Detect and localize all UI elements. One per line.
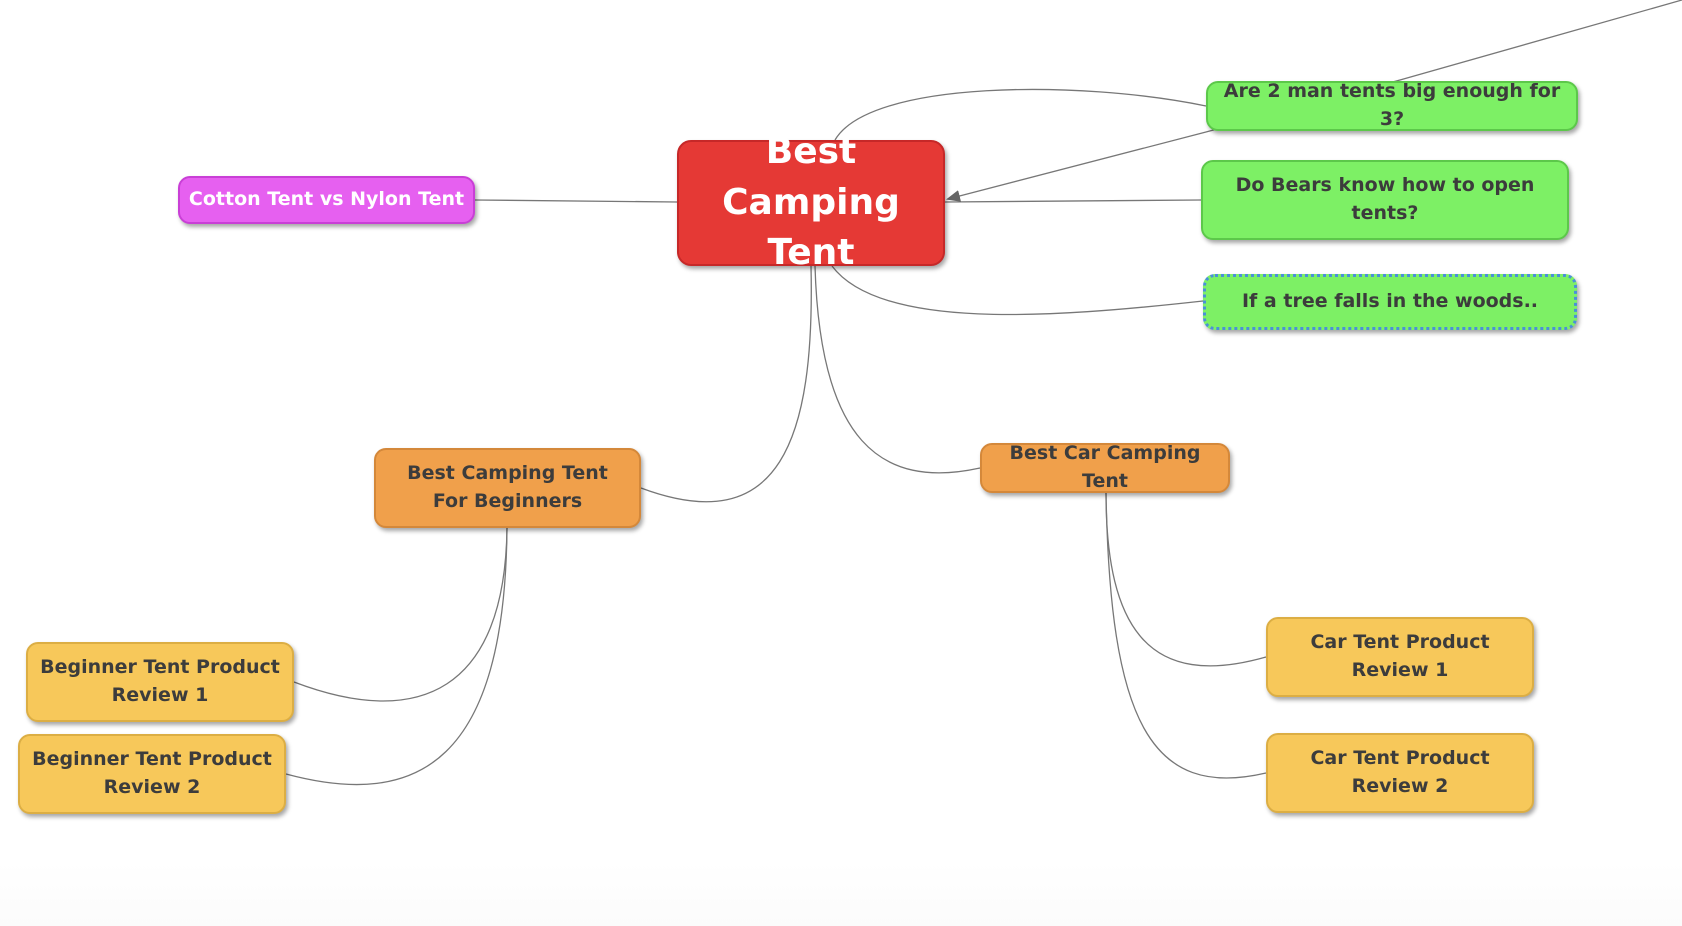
link-car-review-2 (1105, 492, 1267, 779)
link-bears (944, 199, 1202, 203)
central-topic-label: Best Camping Tent (722, 131, 900, 274)
subtopic-beginner-review-2[interactable]: Beginner Tent Product Review 2 (18, 734, 286, 814)
link-car-camping (814, 265, 981, 474)
link-beginner-review-2 (285, 527, 508, 786)
central-topic[interactable]: Best Camping Tent (677, 131, 945, 273)
subtopic-label: Car Tent Product Review 2 (1310, 747, 1490, 797)
link-two-man (834, 88, 1207, 141)
topic-bears[interactable]: Do Bears know how to open tents? (1201, 160, 1569, 240)
subtopic-beginner-review-1[interactable]: Beginner Tent Product Review 1 (26, 642, 294, 722)
link-tree-falls (831, 265, 1204, 316)
canvas-bottom-shadow (0, 862, 1682, 926)
subtopic-car-review-2[interactable]: Car Tent Product Review 2 (1266, 733, 1534, 813)
topic-label: Cotton Tent vs Nylon Tent (188, 188, 465, 211)
subtopic-label: Car Tent Product Review 1 (1310, 631, 1490, 681)
link-car-review-1 (1105, 492, 1267, 667)
topic-label: Best Camping Tent For Beginners (407, 462, 608, 512)
topic-tree-falls-selected[interactable]: If a tree falls in the woods.. (1203, 274, 1577, 330)
topic-label: Do Bears know how to open tents? (1235, 174, 1535, 224)
topic-two-man-tents[interactable]: Are 2 man tents big enough for 3? (1206, 80, 1578, 131)
topic-label: Are 2 man tents big enough for 3? (1223, 80, 1561, 130)
subtopic-label: Beginner Tent Product Review 2 (32, 748, 272, 798)
topic-label: Best Car Camping Tent (1009, 442, 1201, 492)
link-beginner-review-1 (293, 527, 508, 702)
link-cotton-nylon (474, 199, 678, 203)
topic-beginners[interactable]: Best Camping Tent For Beginners (374, 448, 641, 528)
topic-label: If a tree falls in the woods.. (1241, 290, 1539, 313)
topic-cotton-vs-nylon[interactable]: Cotton Tent vs Nylon Tent (178, 176, 475, 224)
subtopic-label: Beginner Tent Product Review 1 (40, 656, 280, 706)
link-beginners (640, 265, 812, 503)
subtopic-car-review-1[interactable]: Car Tent Product Review 1 (1266, 617, 1534, 697)
topic-car-camping[interactable]: Best Car Camping Tent (980, 442, 1230, 493)
